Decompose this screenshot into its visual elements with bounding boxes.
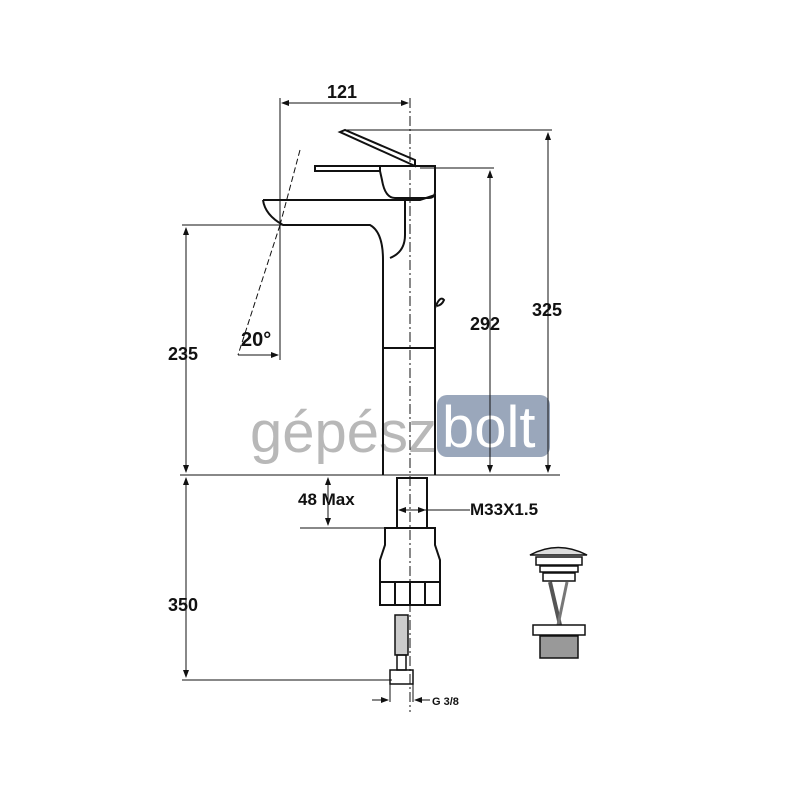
- watermark-logo: gépész bolt: [250, 395, 550, 465]
- angle-label: 20°: [241, 329, 271, 351]
- dim-325-label: 325: [532, 300, 562, 320]
- dim-292-label: 292: [470, 314, 500, 334]
- watermark-text-1: gépész: [250, 400, 437, 465]
- watermark-text-2: bolt: [442, 395, 536, 460]
- dim-350-label: 350: [168, 595, 198, 615]
- dim-235-label: 235: [168, 344, 198, 364]
- dim-48-label: 48 Max: [298, 490, 355, 509]
- faucet-body: [262, 128, 446, 685]
- thread-label: M33X1.5: [470, 500, 538, 519]
- hose-connection-label: G 3/8: [432, 696, 459, 708]
- dim-121-label: 121: [327, 82, 357, 102]
- pop-up-waste: [529, 546, 588, 659]
